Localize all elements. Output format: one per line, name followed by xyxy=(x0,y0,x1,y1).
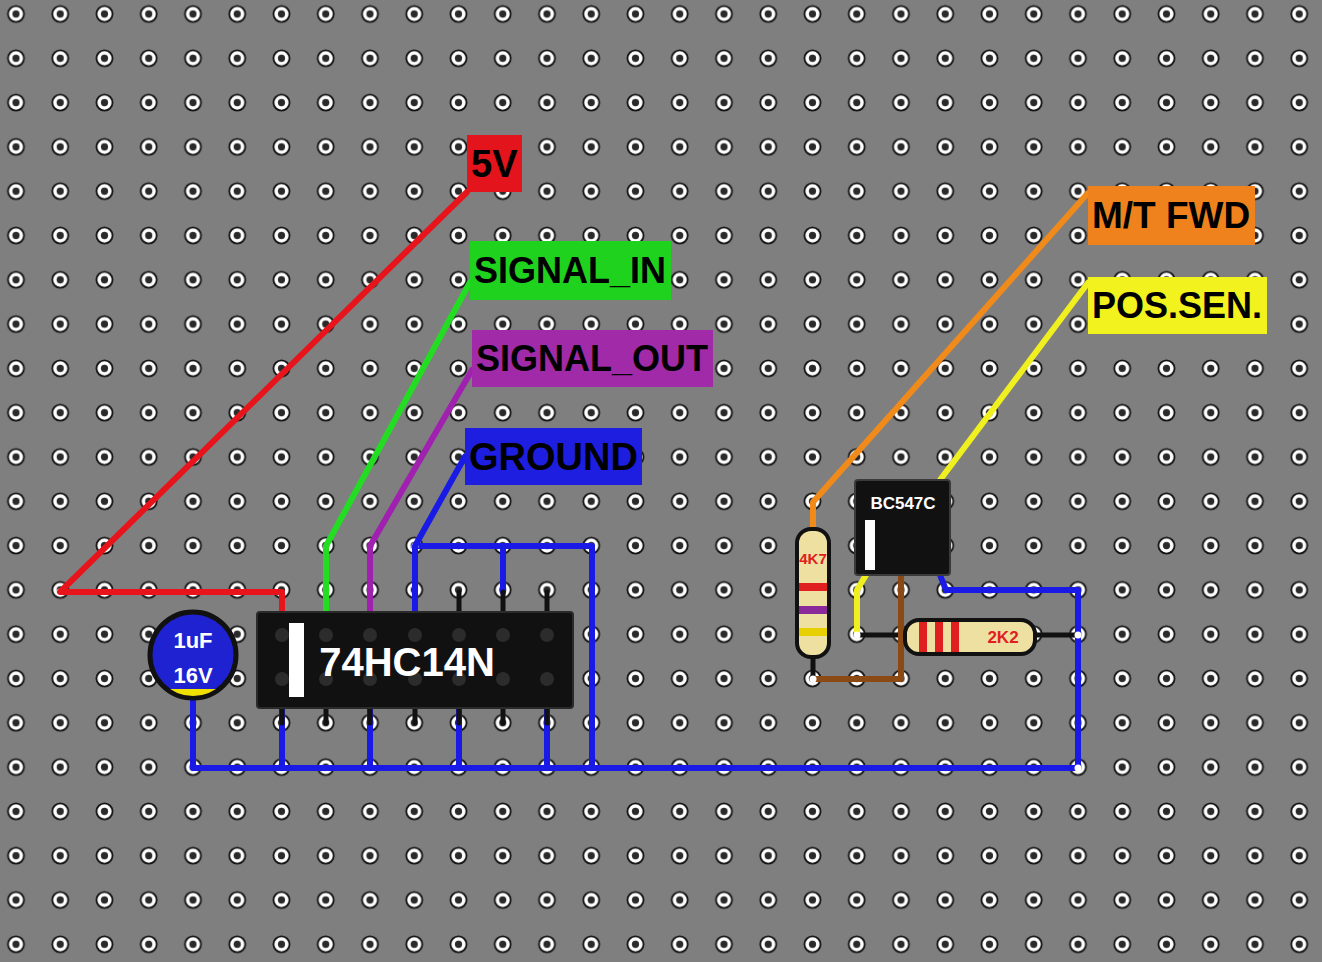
hole-shadow xyxy=(275,672,289,686)
ground-wire xyxy=(279,708,285,768)
ic-pin xyxy=(545,592,550,612)
solder-point xyxy=(1075,632,1082,639)
resistor-body xyxy=(797,529,829,657)
signal-label: POS.SEN. xyxy=(1088,277,1267,334)
wire-connector xyxy=(813,193,1088,527)
ic-pin xyxy=(501,708,506,723)
wire-connector xyxy=(326,282,470,612)
capacitor-body xyxy=(150,612,236,698)
hole-shadow xyxy=(496,672,510,686)
part-label: 74HC14N xyxy=(319,642,495,682)
orientation-mark xyxy=(865,520,875,570)
ic-pin xyxy=(324,708,329,723)
pin1-mark xyxy=(289,623,304,697)
hole-shadow xyxy=(275,628,289,642)
hole-shadow xyxy=(408,628,422,642)
part-label: 16V xyxy=(173,665,212,687)
capacitor-symbol-outline xyxy=(147,609,239,701)
ic-pin xyxy=(280,708,285,723)
signal-label: SIGNAL_IN xyxy=(470,241,671,300)
color-band xyxy=(799,606,827,614)
transistor-leg xyxy=(940,575,946,590)
signal-label: M/T FWD xyxy=(1088,186,1255,245)
signal-name: 5V xyxy=(471,145,517,183)
wire-connector xyxy=(370,370,472,612)
solder-point xyxy=(854,632,861,639)
solder-point xyxy=(810,676,817,683)
signal-name: SIGNAL_OUT xyxy=(476,341,708,377)
capacitor-symbol: 1uF 16V xyxy=(147,609,239,701)
signal-label: SIGNAL_OUT xyxy=(472,330,713,387)
hole-shadow xyxy=(363,628,377,642)
color-band xyxy=(935,622,943,652)
power-label: 5V xyxy=(467,135,522,192)
solder-point xyxy=(1075,765,1082,772)
signal-name: GROUND xyxy=(469,438,638,476)
emitter-wire xyxy=(857,575,866,635)
hole-shadow xyxy=(540,672,554,686)
color-band xyxy=(799,583,827,591)
part-label: BC547C xyxy=(870,495,935,512)
ic-package: 74HC14N xyxy=(257,612,573,708)
hole-shadow xyxy=(496,628,510,642)
part-label: 1uF xyxy=(173,630,212,652)
ground-wire xyxy=(544,708,550,768)
ground-wire xyxy=(367,708,373,768)
signal-name: SIGNAL_IN xyxy=(474,253,666,289)
transistor-symbol: BC547C xyxy=(855,480,950,575)
solder-points xyxy=(57,543,1082,772)
ground-wire xyxy=(456,708,462,768)
ic-pin xyxy=(501,592,506,612)
ground-label: GROUND xyxy=(465,428,642,485)
resistor-symbol: 2K2 xyxy=(903,616,1037,658)
part-label: 4K7 xyxy=(799,551,827,566)
color-band xyxy=(951,622,959,652)
color-band xyxy=(799,628,827,636)
polarity-stripe xyxy=(147,689,239,696)
wires xyxy=(57,543,1082,772)
signal-name: M/T FWD xyxy=(1092,197,1250,234)
hole-shadow xyxy=(452,628,466,642)
wire-connector xyxy=(415,457,465,613)
ic-pin xyxy=(368,708,373,723)
resistor-symbol-outline xyxy=(793,527,833,659)
hole-shadow xyxy=(319,628,333,642)
ic-body xyxy=(257,612,573,708)
resistor-lead xyxy=(857,633,905,638)
resistor-lead xyxy=(1035,633,1078,638)
ic-pin xyxy=(457,708,462,723)
transistor-body xyxy=(855,480,950,575)
ic-pin xyxy=(457,592,462,612)
hole-shadow xyxy=(540,628,554,642)
signal-name: POS.SEN. xyxy=(1092,288,1262,324)
ground-wire xyxy=(500,546,506,592)
part-label: 2K2 xyxy=(987,629,1018,646)
ic-pin xyxy=(413,708,418,723)
ic-pin xyxy=(545,708,550,723)
resistor-symbol: 4K7 xyxy=(793,527,833,659)
wire-connector xyxy=(940,283,1088,480)
resistor-body xyxy=(905,620,1035,654)
color-band xyxy=(919,622,927,652)
ground-bus xyxy=(193,590,1078,768)
